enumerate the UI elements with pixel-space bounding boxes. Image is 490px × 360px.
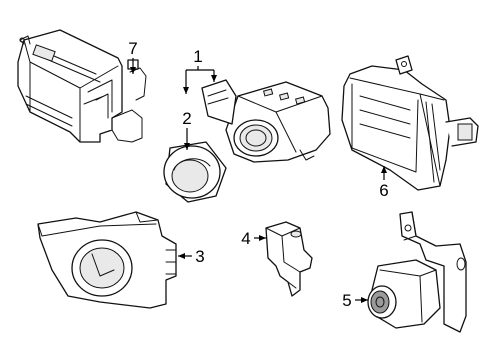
part-6-radar-module [341, 55, 479, 191]
callout-7-label: 7 [128, 39, 137, 58]
callout-3: 3 [178, 247, 205, 266]
callout-2-label: 2 [182, 109, 191, 128]
part-1-parking-sensor [201, 79, 331, 163]
part-3-bezel-bracket [37, 211, 177, 309]
part-4-small-sensor [265, 221, 313, 297]
callout-1-leader [186, 66, 214, 71]
part-5-camera-bracket [367, 211, 467, 333]
callout-4-label: 4 [241, 229, 250, 248]
callout-2: 2 [182, 109, 192, 150]
part-2-retainer-ring [163, 141, 227, 203]
callout-7: 7 [128, 39, 138, 74]
callout-1: 1 [183, 47, 217, 94]
callout-5-label: 5 [342, 291, 351, 310]
callout-6-label: 6 [379, 181, 388, 200]
callout-6: 6 [379, 166, 389, 200]
callout-3-label: 3 [195, 247, 204, 266]
part-7-control-module [17, 29, 147, 143]
callout-1-label: 1 [193, 47, 202, 66]
callout-5: 5 [342, 291, 368, 310]
callout-4: 4 [241, 229, 266, 248]
